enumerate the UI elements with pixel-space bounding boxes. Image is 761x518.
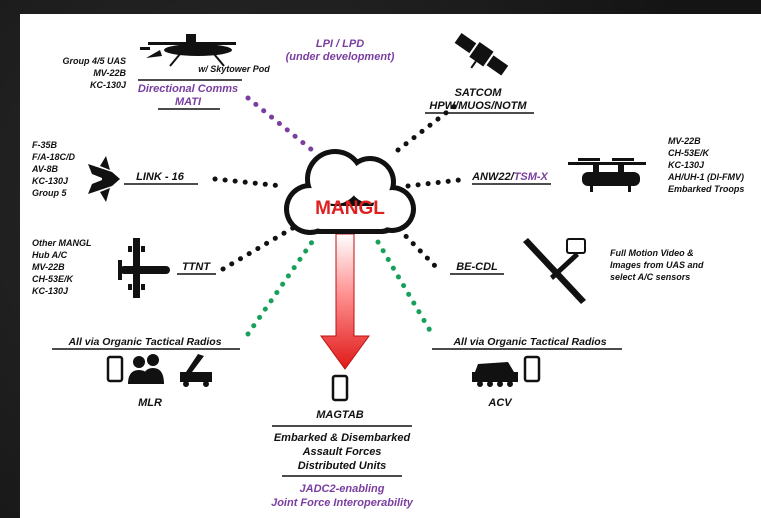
- acv-icons: [472, 355, 541, 387]
- magtab-phone-icon: [331, 374, 349, 402]
- fmv-drone-icon: [523, 238, 586, 304]
- mati-line1: Directional Comms: [138, 83, 238, 95]
- acv-label: ACV: [487, 397, 513, 409]
- left-mid-platform-4: Group 5: [32, 188, 67, 198]
- drone-icon: [140, 34, 236, 67]
- becdl-label: BE-CDL: [456, 261, 498, 273]
- left-mid-platform-2: AV-8B: [31, 164, 59, 174]
- fmv-desc-0: Full Motion Video &: [610, 248, 694, 258]
- right-mid-platform-2: KC-130J: [668, 160, 705, 170]
- ttnt-label: TTNT: [182, 261, 211, 273]
- transport-plane-icon: [118, 238, 170, 298]
- forces-line-2: Distributed Units: [298, 460, 387, 472]
- mangl-cloud: MANGL: [284, 149, 416, 235]
- acv-radio-label: All via Organic Tactical Radios: [452, 336, 606, 348]
- magtab-label: MAGTAB: [316, 409, 364, 421]
- top-left-platform-2: KC-130J: [90, 80, 127, 90]
- fmv-desc-2: select A/C sensors: [610, 272, 690, 282]
- link16-label: LINK - 16: [136, 171, 185, 183]
- connector-ttnt: [220, 219, 306, 272]
- osprey-icon: [568, 158, 646, 192]
- connector-mati: [245, 95, 315, 153]
- mangl-diagram: MANGL w/ Skytower Pod Group 4/5 UAS MV-2…: [31, 33, 744, 509]
- connector-satcom: [395, 99, 463, 153]
- jadc2-line-0: JADC2-enabling: [300, 483, 385, 495]
- launcher-icon: [180, 354, 212, 387]
- acv-vehicle-icon: [472, 362, 518, 387]
- phone-icon: [106, 355, 124, 383]
- left-low-platform-0: Other MANGL: [32, 238, 92, 248]
- forces-line-1: Assault Forces: [302, 446, 382, 458]
- right-mid-platform-1: CH-53E/K: [668, 148, 711, 158]
- anw22-label: ANW22/TSM-X: [471, 171, 548, 183]
- left-low-platform-4: KC-130J: [32, 286, 69, 296]
- satellite-icon: [454, 33, 509, 76]
- left-low-platform-1: Hub A/C: [32, 250, 68, 260]
- diagram-panel: MANGL w/ Skytower Pod Group 4/5 UAS MV-2…: [20, 14, 761, 518]
- mlr-label: MLR: [138, 397, 162, 409]
- left-mid-platform-1: F/A-18C/D: [32, 152, 76, 162]
- left-mid-platform-3: KC-130J: [32, 176, 69, 186]
- right-mid-platform-0: MV-22B: [668, 136, 701, 146]
- connector-acv: [375, 239, 435, 337]
- lpi-line2: (under development): [286, 51, 395, 63]
- pod-label: w/ Skytower Pod: [198, 64, 270, 74]
- downlink-arrow: [320, 233, 370, 370]
- satcom-sub-label: HPW/MUOS/NOTM: [429, 100, 527, 112]
- connector-link16: [212, 176, 285, 189]
- mlr-icons: [106, 354, 212, 387]
- left-low-platform-2: MV-22B: [32, 262, 65, 272]
- connector-mlr: [245, 239, 315, 337]
- mati-line2: MATI: [175, 96, 202, 108]
- lpi-line1: LPI / LPD: [316, 38, 364, 50]
- people-icon: [128, 354, 164, 384]
- center-label: MANGL: [315, 198, 385, 219]
- top-left-platform-1: MV-22B: [93, 68, 126, 78]
- connector-anw22: [405, 176, 471, 189]
- anw22-text: ANW22/: [471, 171, 516, 183]
- right-mid-platform-4: Embarked Troops: [668, 184, 744, 194]
- fmv-desc-1: Images from UAS and: [610, 260, 704, 270]
- left-low-platform-3: CH-53E/K: [32, 274, 75, 284]
- satcom-label: SATCOM: [455, 87, 503, 99]
- jadc2-line-1: Joint Force Interoperability: [271, 497, 414, 509]
- fighter-jet-icon: [88, 156, 120, 202]
- mlr-radio-label: All via Organic Tactical Radios: [67, 336, 221, 348]
- left-mid-platform-0: F-35B: [32, 140, 58, 150]
- top-left-platform-0: Group 4/5 UAS: [62, 56, 126, 66]
- right-mid-platform-3: AH/UH-1 (DI-FMV): [667, 172, 744, 182]
- tsmx-text: TSM-X: [514, 171, 549, 183]
- phone-icon: [523, 355, 541, 383]
- forces-line-0: Embarked & Disembarked: [274, 432, 411, 444]
